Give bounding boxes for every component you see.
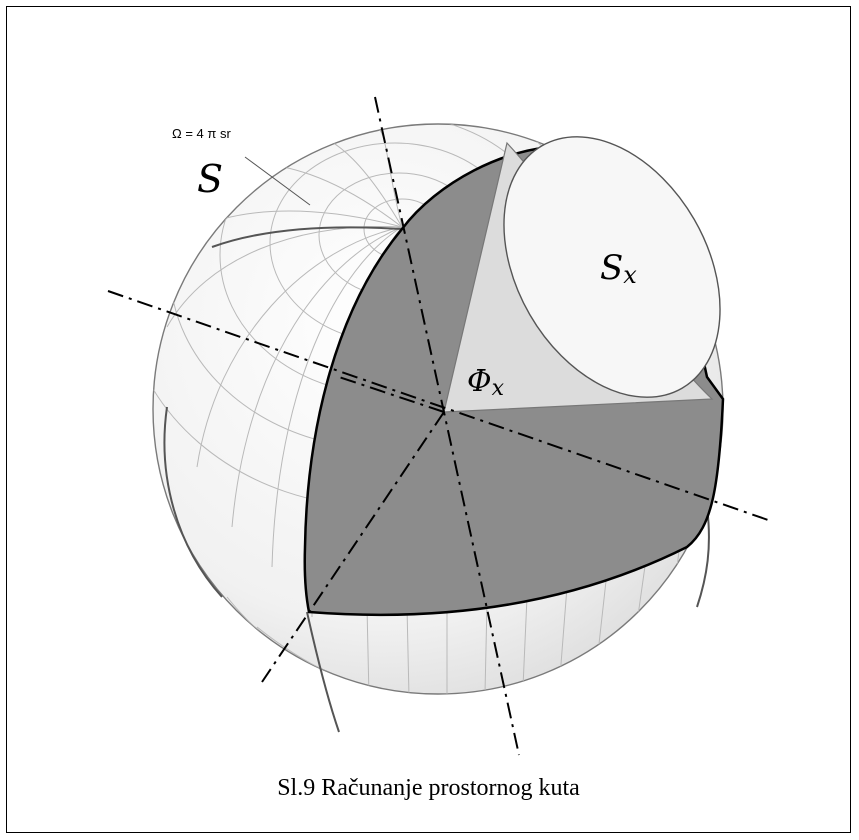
label-cap-area-sub: x [623,261,637,289]
label-cap-area-main: S [600,248,623,288]
label-flux: Φx [467,364,505,401]
cap-ellipse [503,136,721,398]
solid-angle-diagram: Ω = 4 π sr S Sx Φx [107,96,772,756]
axis-short [338,376,445,413]
axis-diagonal [261,411,445,683]
figure-frame: Ω = 4 π sr S Sx Φx Sl.9 Računanje prosto… [6,6,851,833]
axis-horizontal [107,290,772,522]
label-sphere-surface: S [197,157,223,201]
label-flux-sub: x [492,376,505,401]
axes [107,96,772,756]
label-total-solid-angle: Ω = 4 π sr [172,126,231,141]
sphere-outline-arcs [163,226,710,733]
label-cap-area: Sx [600,248,637,289]
axis-vertical [374,96,520,756]
figure-caption: Sl.9 Računanje prostornog kuta [277,775,580,801]
label-flux-symbol: Φ [467,364,492,399]
omega-leader-line [244,156,311,206]
